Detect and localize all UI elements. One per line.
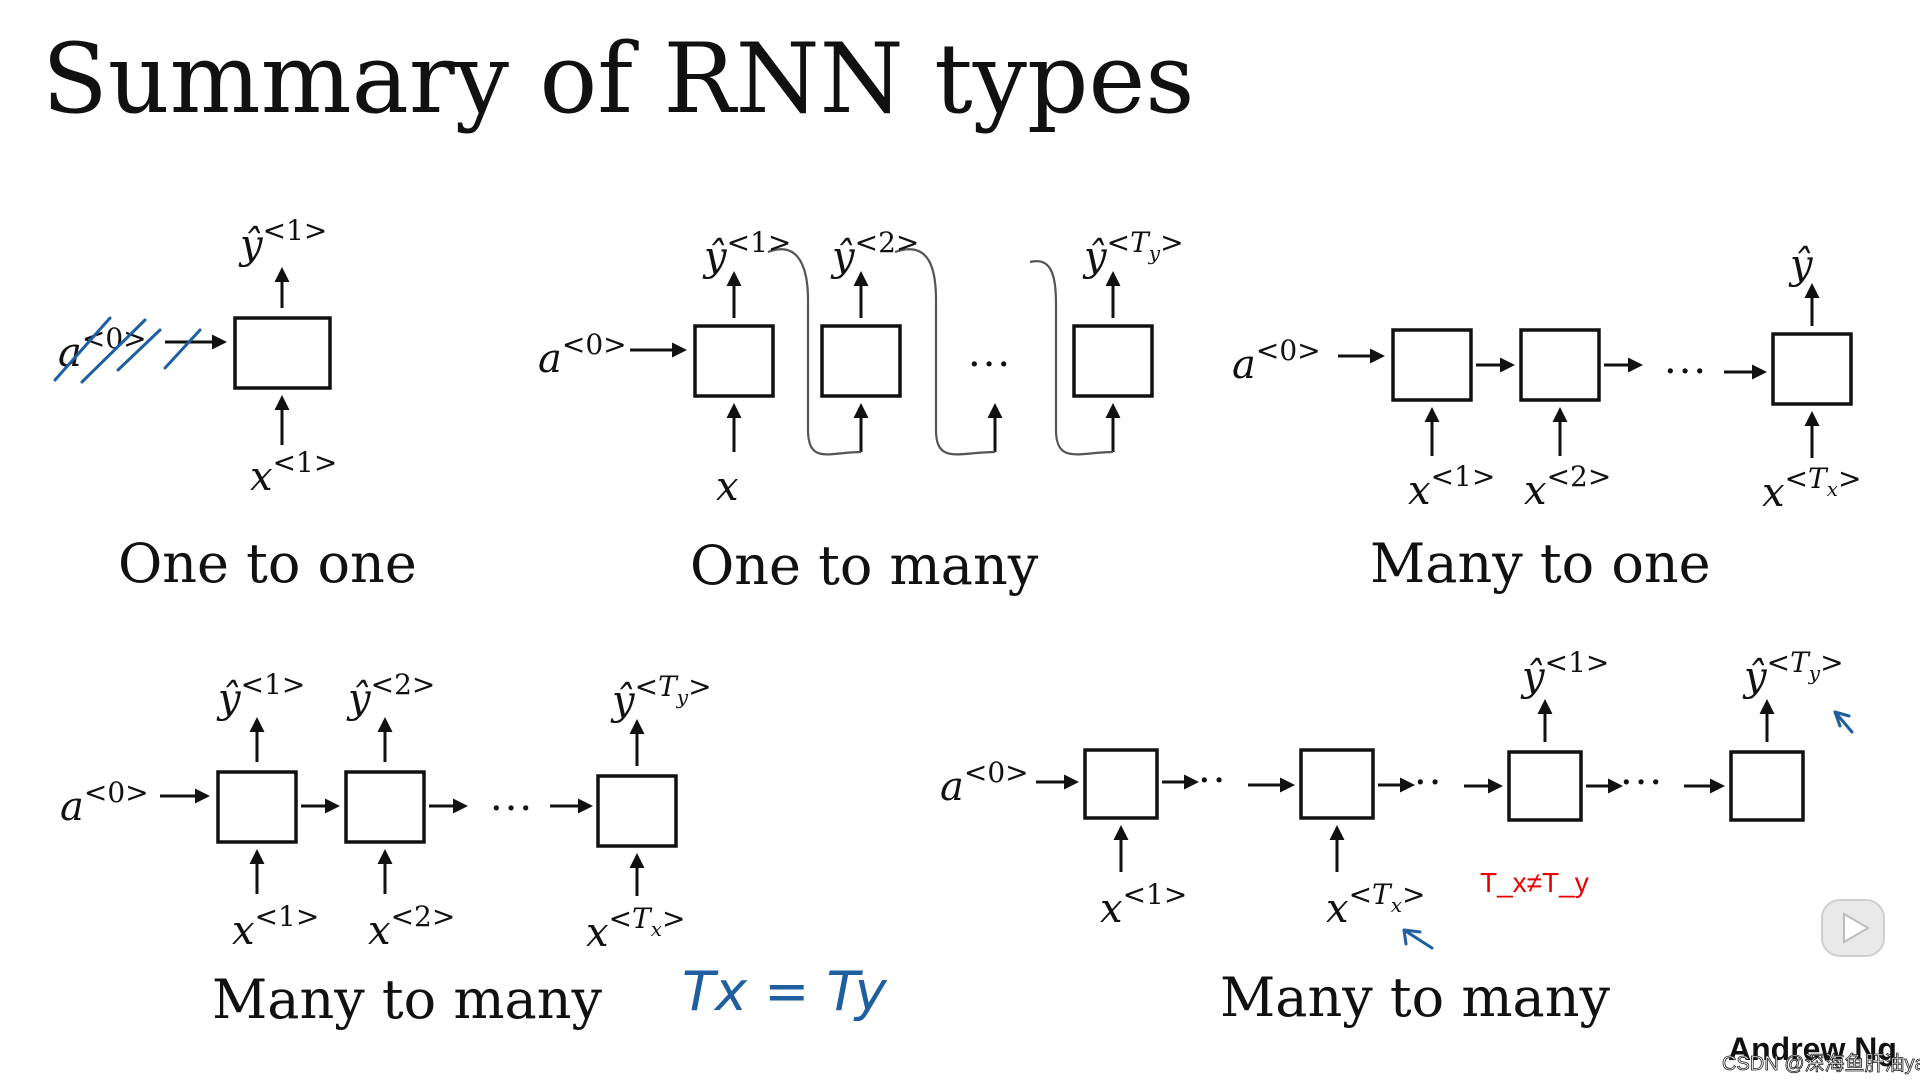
rnn-cell [1519,328,1601,402]
caption-many-to-one: Many to one [1370,532,1711,595]
rnn-cell [820,324,902,398]
author-name: Andrew Ng [1728,1031,1897,1067]
rnn-cell [1083,748,1159,820]
input-label-1: x<1> [1408,460,1495,514]
rnn-cell [1391,328,1473,402]
output-label-1: ŷ<1> [216,668,305,722]
rnn-cell [1729,750,1805,822]
output-label-ty: ŷ<Ty> [1082,226,1184,280]
input-label-tx: x<Tx> [1326,878,1425,932]
rnn-cell [596,774,678,848]
activation-label: a<0> [60,776,149,830]
watermark: CSDN @深海鱼肝油ya [1722,1052,1920,1075]
ink-arrow-marks [1402,710,1854,950]
output-label: ŷ [1788,242,1814,288]
rnn-cell [344,770,426,844]
rnn-cell [216,770,298,844]
caption-one-to-one: One to one [118,532,417,595]
activation-label: a<0> [538,328,627,382]
output-label-1: ŷ<1> [1520,646,1609,700]
output-label-1: ŷ<1> [702,226,791,280]
input-label-1: x<1> [232,900,319,954]
output-label-2: ŷ<2> [346,668,435,722]
ellipsis: ··· [1664,349,1708,395]
output-label-ty: ŷ<Ty> [1742,646,1844,700]
output-label-2: ŷ<2> [830,226,919,280]
rnn-cell [1507,750,1583,822]
input-label: x [716,464,739,510]
input-label-tx: x<Tx> [1762,462,1861,516]
activation-label: a<0> [1232,334,1321,388]
diagram-many-to-many-unequal: ·· ·· ··· a<0> ŷ<1> ŷ<Ty> x<1> x<Tx> T_ [940,646,1854,1029]
ellipsis: ··· [968,342,1012,388]
play-icon [1843,912,1870,944]
rnn-cell [1771,332,1853,406]
output-label-ty: ŷ<Ty> [610,670,712,724]
caption-many-to-many-unequal: Many to many [1220,966,1610,1029]
note-tx-not-equal-ty: T_x≠T_y [1480,867,1589,898]
ellipsis: ··· [1620,760,1664,806]
rnn-cell [693,324,775,398]
input-label: x<1> [250,446,337,500]
output-label: ŷ<1> [238,214,327,268]
rnn-cell [1299,748,1375,820]
ink-note-tx-equals-ty: Tx = Ty [682,960,888,1023]
rnn-cell [233,316,332,390]
diagram-one-to-many: ··· a<0> ŷ<1> ŷ<2> ŷ<Ty> x One to many [538,226,1184,597]
input-label-2: x<2> [1524,460,1611,514]
caption-one-to-many: One to many [690,534,1039,597]
ellipsis: ·· [1198,758,1227,804]
rnn-cell [1072,324,1154,398]
input-label-1: x<1> [1100,878,1187,932]
caption-many-to-many-equal: Many to many [212,968,602,1031]
activation-label: a<0> [940,756,1029,810]
play-button[interactable] [1821,899,1885,957]
input-label-2: x<2> [368,900,455,954]
diagram-many-to-many-equal: ··· a<0> ŷ<1> ŷ<2> ŷ<Ty> x<1> x<2> x<Tx>… [60,668,888,1031]
diagram-one-to-one: ŷ<1> x<1> a<0> One to one [53,214,417,595]
diagram-many-to-one: ··· a<0> ŷ x<1> x<2> x<Tx> Many to one [1232,242,1861,595]
input-label-tx: x<Tx> [586,902,685,956]
ellipsis: ·· [1414,760,1443,806]
ellipsis: ··· [490,786,534,832]
slide-title: Summary of RNN types [42,23,1195,135]
ink-strike-marks [53,316,202,384]
